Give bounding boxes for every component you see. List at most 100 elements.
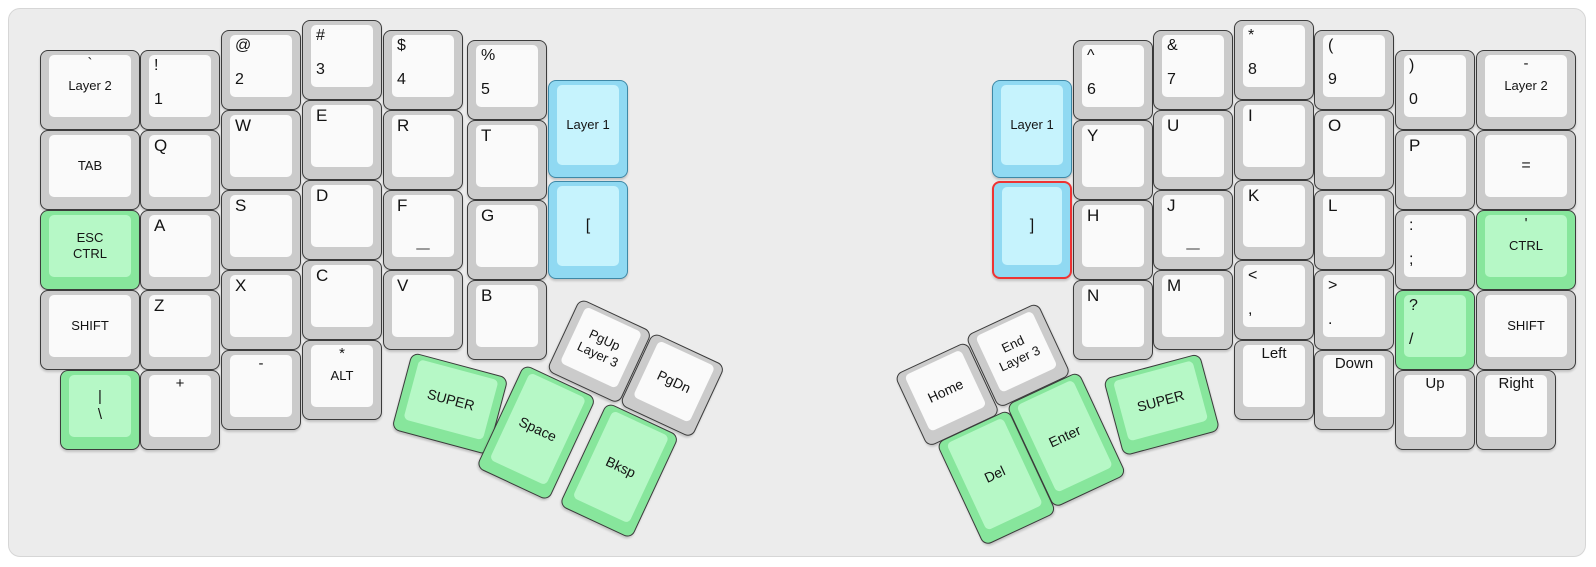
key-pipe-backslash[interactable]: | \ xyxy=(60,370,140,450)
key-left-arrow[interactable]: Left xyxy=(1234,340,1314,420)
key-quote-ctrl[interactable]: 'CTRL xyxy=(1476,210,1576,290)
key-label-comma: < xyxy=(1248,267,1258,284)
key-w[interactable]: W xyxy=(221,110,301,190)
keytop-shift-left: SHIFT xyxy=(49,295,131,357)
key-z[interactable]: Z xyxy=(140,290,220,370)
key-shift-right[interactable]: SHIFT xyxy=(1476,290,1576,370)
key-label-p: P xyxy=(1409,136,1421,155)
keytop-n: N xyxy=(1082,285,1144,347)
key-label-x: X xyxy=(235,276,247,295)
key-j[interactable]: J xyxy=(1153,190,1233,270)
key-lbracket[interactable]: [ xyxy=(548,181,628,279)
key-rbracket[interactable]: ] xyxy=(992,181,1072,279)
key-8[interactable]: *8 xyxy=(1234,20,1314,100)
keytop-2: @2 xyxy=(230,35,292,97)
key-d[interactable]: D xyxy=(302,180,382,260)
keytop-end-layer3: End Layer 3 xyxy=(975,310,1058,393)
key-x[interactable]: X xyxy=(221,270,301,350)
key-1[interactable]: !1 xyxy=(140,50,220,130)
key-plus[interactable]: + xyxy=(140,370,220,450)
key-right-arrow[interactable]: Right xyxy=(1476,370,1556,450)
key-g[interactable]: G xyxy=(467,200,547,280)
key-minus-left[interactable]: - xyxy=(221,350,301,430)
key-period[interactable]: >. xyxy=(1314,270,1394,350)
keytop-layer1-right: Layer 1 xyxy=(1001,85,1063,165)
key-super-right[interactable]: SUPER xyxy=(1103,353,1221,457)
key-u[interactable]: U xyxy=(1153,110,1233,190)
key-r[interactable]: R xyxy=(383,110,463,190)
key-label-layer2-left: ` xyxy=(87,55,93,72)
key-k[interactable]: K xyxy=(1234,180,1314,260)
key-5[interactable]: %5 xyxy=(467,40,547,120)
keytop-m: M xyxy=(1162,275,1224,337)
key-i[interactable]: I xyxy=(1234,100,1314,180)
key-label-super-right: SUPER xyxy=(1135,386,1186,415)
key-o[interactable]: O xyxy=(1314,110,1394,190)
keytop-shift-right: SHIFT xyxy=(1485,295,1567,357)
key-0[interactable]: )0 xyxy=(1395,50,1475,130)
key-3[interactable]: #3 xyxy=(302,20,382,100)
key-c[interactable]: C xyxy=(302,260,382,340)
keytop-slash: ?/ xyxy=(1404,295,1466,357)
key-layer2-right[interactable]: -Layer 2 xyxy=(1476,50,1576,130)
key-y[interactable]: Y xyxy=(1073,120,1153,200)
key-layer1-right[interactable]: Layer 1 xyxy=(992,80,1072,178)
key-4[interactable]: $4 xyxy=(383,30,463,110)
key-comma[interactable]: <, xyxy=(1234,260,1314,340)
key-label-1: ! xyxy=(154,57,159,74)
keytop-r: R xyxy=(392,115,454,177)
key-b[interactable]: B xyxy=(467,280,547,360)
key-l[interactable]: L xyxy=(1314,190,1394,270)
key-label-shift-left: SHIFT xyxy=(71,318,109,334)
key-9[interactable]: (9 xyxy=(1314,30,1394,110)
key-v[interactable]: V xyxy=(383,270,463,350)
keytop-j: J xyxy=(1162,195,1224,257)
key-slash[interactable]: ?/ xyxy=(1395,290,1475,370)
key-label-0: 0 xyxy=(1409,91,1418,109)
keytop-equals: = xyxy=(1485,135,1567,197)
key-label-left-arrow: Left xyxy=(1261,345,1287,362)
key-h[interactable]: H xyxy=(1073,200,1153,280)
keytop-down-arrow: Down xyxy=(1323,355,1385,417)
keytop-g: G xyxy=(476,205,538,267)
key-label-slash: ? xyxy=(1409,297,1418,314)
key-label-f: F xyxy=(397,196,408,215)
key-tab[interactable]: TAB xyxy=(40,130,140,210)
key-layer2-left[interactable]: `Layer 2 xyxy=(40,50,140,130)
keytop-p: P xyxy=(1404,135,1466,197)
key-label-5: % xyxy=(481,47,496,64)
key-p[interactable]: P xyxy=(1395,130,1475,210)
key-6[interactable]: ^6 xyxy=(1073,40,1153,120)
key-f[interactable]: F xyxy=(383,190,463,270)
keytop-t: T xyxy=(476,125,538,187)
keytop-super-left: SUPER xyxy=(403,359,499,441)
key-star-alt[interactable]: *ALT xyxy=(302,340,382,420)
keytop-comma: <, xyxy=(1243,265,1305,327)
key-label-rbracket: ] xyxy=(1029,217,1035,235)
keytop-semicolon: :; xyxy=(1404,215,1466,277)
key-shift-left[interactable]: SHIFT xyxy=(40,290,140,370)
keytop-esc-ctrl: ESC CTRL xyxy=(49,215,131,277)
key-label-6: 6 xyxy=(1087,81,1096,99)
key-label-s: S xyxy=(235,196,247,215)
key-7[interactable]: &7 xyxy=(1153,30,1233,110)
key-layer1-left[interactable]: Layer 1 xyxy=(548,80,628,178)
key-q[interactable]: Q xyxy=(140,130,220,210)
key-semicolon[interactable]: :; xyxy=(1395,210,1475,290)
key-t[interactable]: T xyxy=(467,120,547,200)
key-esc-ctrl[interactable]: ESC CTRL xyxy=(40,210,140,290)
key-down-arrow[interactable]: Down xyxy=(1314,350,1394,430)
key-n[interactable]: N xyxy=(1073,280,1153,360)
keytop-a: A xyxy=(149,215,211,277)
key-m[interactable]: M xyxy=(1153,270,1233,350)
key-s[interactable]: S xyxy=(221,190,301,270)
keytop-4: $4 xyxy=(392,35,454,97)
key-a[interactable]: A xyxy=(140,210,220,290)
key-equals[interactable]: = xyxy=(1476,130,1576,210)
key-up-arrow[interactable]: Up xyxy=(1395,370,1475,450)
key-2[interactable]: @2 xyxy=(221,30,301,110)
key-label-layer2-right: Layer 2 xyxy=(1504,78,1548,94)
key-e[interactable]: E xyxy=(302,100,382,180)
key-label-c: C xyxy=(316,266,329,285)
